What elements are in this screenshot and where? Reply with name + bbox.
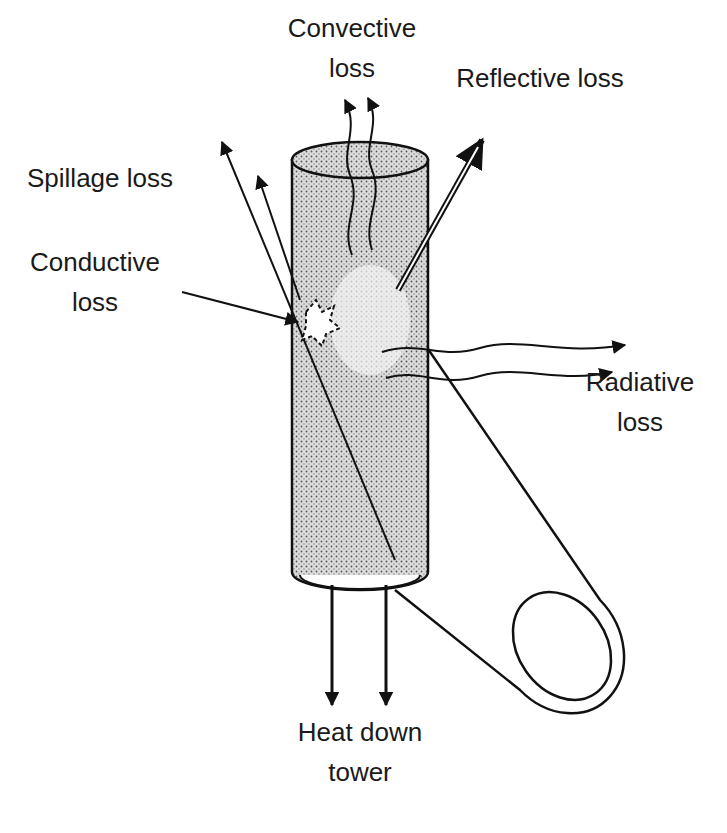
radiative-label: Radiative loss bbox=[565, 362, 715, 442]
conductive-label: Conductive loss bbox=[15, 242, 175, 322]
reflective-label: Reflective loss bbox=[455, 58, 625, 98]
spillage-label: Spillage loss bbox=[5, 158, 195, 198]
receiver-cylinder bbox=[292, 142, 428, 590]
heat-label: Heat down tower bbox=[275, 712, 445, 792]
convective-label: Convective loss bbox=[267, 8, 437, 88]
heat-arrows bbox=[332, 585, 386, 705]
reflective-arrow bbox=[398, 140, 482, 290]
convective-arrows bbox=[345, 98, 376, 255]
spillage-arrows bbox=[222, 142, 395, 560]
conductive-arrow bbox=[182, 292, 340, 346]
